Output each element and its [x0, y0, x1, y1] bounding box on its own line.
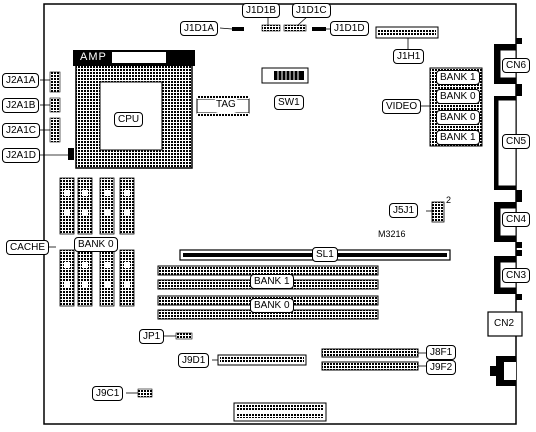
j2a1-jumpers — [49, 71, 74, 160]
j9c1-jumper — [137, 388, 153, 398]
video-bank0-bottom-label: BANK 0 — [436, 110, 480, 125]
leader-lines — [40, 15, 432, 394]
cn5-label: CN5 — [502, 134, 531, 149]
cpu-socket — [73, 50, 195, 169]
jp1-jumper — [175, 332, 193, 340]
j5j1-label: J5J1 — [389, 203, 419, 218]
sl1-label: SL1 — [312, 247, 338, 262]
j2a1a-label: J2A1A — [2, 73, 40, 88]
keyboard-connector — [490, 356, 516, 386]
j9f2-label: J9F2 — [426, 360, 457, 375]
bottom-connector — [233, 402, 327, 422]
j5j1-header — [431, 201, 445, 223]
cache-bank0-label: BANK 0 — [74, 237, 118, 252]
cn4-label: CN4 — [502, 212, 531, 227]
video-bank0-top-label: BANK 0 — [436, 89, 480, 104]
j1d1-jumpers — [232, 24, 326, 32]
j9c1-label: J9C1 — [92, 386, 124, 401]
j9d1-label: J9D1 — [178, 353, 210, 368]
tag-label: TAG — [214, 98, 238, 113]
j9d1-header — [217, 354, 307, 366]
cn6-label: CN6 — [502, 58, 531, 73]
j1d1a-label: J1D1A — [180, 21, 219, 36]
video-label: VIDEO — [382, 99, 422, 114]
j8f1-header — [321, 348, 419, 358]
j2a1d-label: J2A1D — [2, 148, 41, 163]
j1h1-header — [375, 26, 439, 39]
j5j1-pin-label: 2 — [446, 195, 452, 205]
j2a1b-label: J2A1B — [2, 98, 40, 113]
cache-label: CACHE — [6, 240, 50, 255]
j9f2-header — [321, 361, 419, 371]
j1d1d-label: J1D1D — [330, 21, 369, 36]
jp1-label: JP1 — [139, 329, 165, 344]
cn3-label: CN3 — [502, 268, 531, 283]
cn2-connector — [487, 311, 523, 337]
j8f1-label: J8F1 — [426, 345, 457, 360]
sw1-label: SW1 — [274, 95, 304, 110]
cpu-label: CPU — [114, 112, 144, 127]
j1d1b-label: J1D1B — [242, 3, 281, 18]
video-bank1-top-label: BANK 1 — [436, 70, 480, 85]
mem-bank1-label: BANK 1 — [250, 274, 294, 289]
j1h1-label: J1H1 — [393, 49, 425, 64]
amp-label: AMP — [80, 51, 107, 63]
m3216-label: M3216 — [378, 229, 406, 239]
j1d1c-label: J1D1C — [292, 3, 331, 18]
cn2-label: CN2 — [494, 318, 515, 329]
sw1-switch — [261, 67, 309, 84]
mem-bank0-label: BANK 0 — [250, 298, 294, 313]
video-bank1-bottom-label: BANK 1 — [436, 130, 480, 145]
j2a1c-label: J2A1C — [2, 123, 41, 138]
